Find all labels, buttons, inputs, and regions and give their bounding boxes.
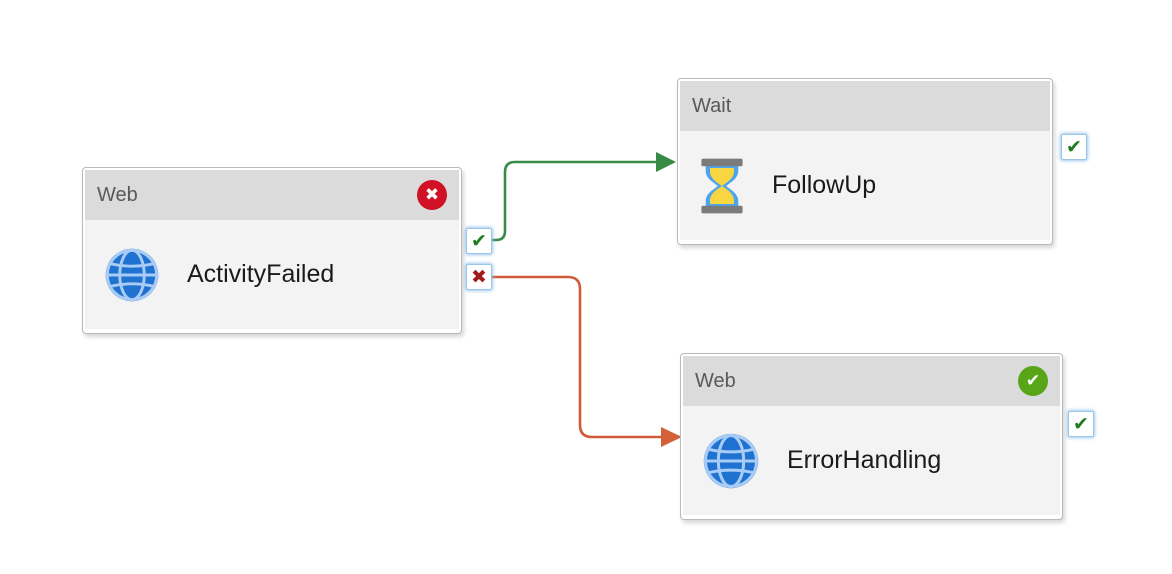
activity-node-activityfailed[interactable]: Web ✖ ActivityFailed	[82, 167, 462, 334]
hourglass-icon	[698, 156, 746, 216]
port-on-failure[interactable]: ✖	[466, 264, 492, 290]
arrowhead-success-icon	[656, 152, 676, 172]
cross-icon: ✖	[471, 265, 487, 288]
node-type-label: Web	[97, 183, 138, 206]
node-type-label: Wait	[692, 94, 732, 117]
node-body: ErrorHandling	[683, 406, 1060, 515]
check-icon: ✔	[1066, 135, 1082, 158]
check-icon: ✔	[1025, 370, 1041, 391]
node-header: Web ✔	[683, 356, 1060, 406]
activity-node-errorhandling[interactable]: Web ✔ ErrorHandling	[680, 353, 1063, 520]
node-name-label: ActivityFailed	[187, 260, 335, 288]
port-on-success[interactable]: ✔	[1061, 134, 1087, 160]
globe-icon	[701, 431, 761, 491]
edge-on-success[interactable]	[492, 160, 657, 242]
activity-node-followup[interactable]: Wait FollowUp	[677, 78, 1053, 245]
node-body: FollowUp	[680, 131, 1050, 240]
status-badge-error: ✖	[417, 180, 447, 210]
check-icon: ✔	[1073, 412, 1089, 435]
node-name-label: FollowUp	[772, 171, 877, 199]
node-name-label: ErrorHandling	[787, 446, 942, 474]
node-header: Web ✖	[85, 170, 459, 220]
port-on-success[interactable]: ✔	[1068, 411, 1094, 437]
node-type-label: Web	[695, 369, 736, 392]
node-body: ActivityFailed	[85, 220, 459, 329]
port-on-success[interactable]: ✔	[466, 228, 492, 254]
globe-icon	[103, 246, 161, 304]
arrowhead-failure-icon	[661, 427, 682, 447]
edge-on-failure[interactable]	[492, 275, 662, 439]
status-badge-success: ✔	[1018, 366, 1048, 396]
node-header: Wait	[680, 81, 1050, 131]
cross-icon: ✖	[424, 184, 440, 205]
check-icon: ✔	[471, 229, 487, 252]
